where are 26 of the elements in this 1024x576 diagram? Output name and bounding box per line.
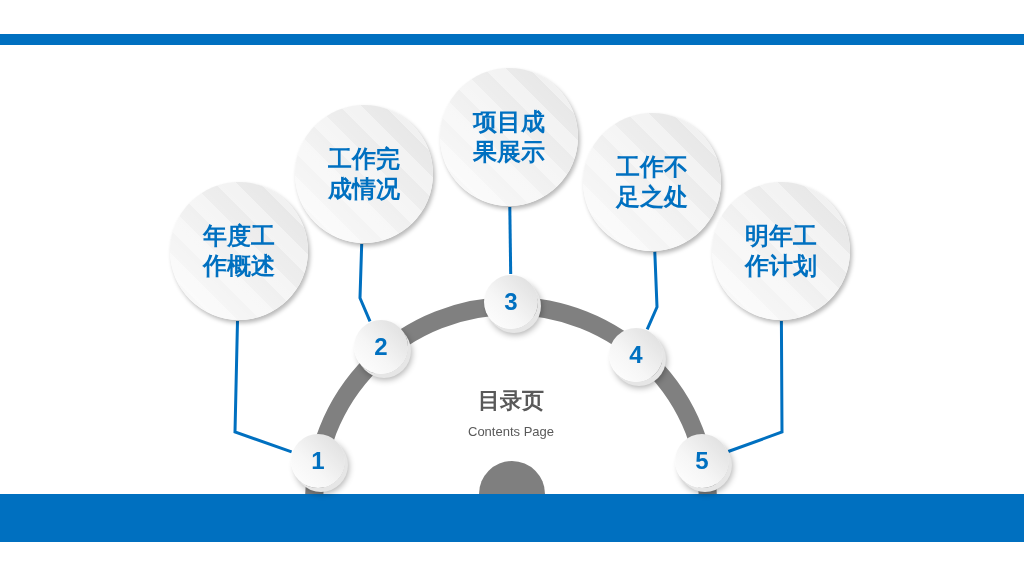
leader-line <box>233 320 293 454</box>
leader-line <box>727 321 784 453</box>
topic-circle <box>583 113 721 251</box>
leader-line <box>508 206 513 275</box>
leader-line <box>645 251 659 330</box>
leader-line <box>358 243 372 322</box>
topic-title: 工作不足之处 <box>614 152 689 212</box>
step-number: 5 <box>695 449 709 473</box>
topic-title: 工作完成情况 <box>327 144 401 204</box>
step-number: 2 <box>374 335 388 359</box>
topic-title: 项目成果展示 <box>471 107 546 167</box>
number-circle <box>609 328 663 382</box>
number-circle <box>354 320 408 374</box>
number-circle <box>291 434 345 488</box>
topic-title: 明年工作计划 <box>743 221 818 281</box>
step-number: 3 <box>504 290 518 314</box>
step-number: 4 <box>629 343 643 367</box>
page-heading: 目录页 <box>478 387 544 415</box>
page-subtitle: Contents Page <box>468 424 554 439</box>
topic-title: 年度工作概述 <box>201 221 276 281</box>
number-circle <box>675 434 729 488</box>
topic-circle <box>440 68 578 206</box>
step-number: 1 <box>311 449 325 473</box>
number-circle <box>484 275 538 329</box>
topic-circle <box>295 105 433 243</box>
topic-circle <box>712 182 850 320</box>
